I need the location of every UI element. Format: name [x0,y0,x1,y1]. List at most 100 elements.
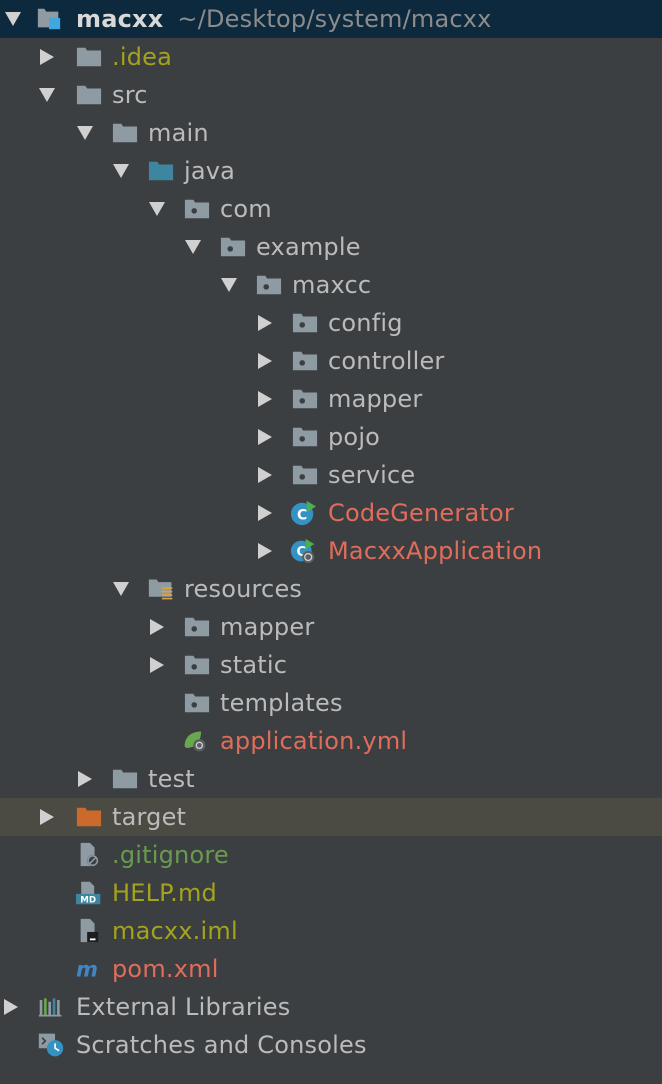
java-class-runnable-icon: C [290,500,316,526]
tree-row-resources[interactable]: resources [0,570,662,608]
libraries-icon [38,995,64,1019]
tree-row-static[interactable]: static [0,646,662,684]
tree-row-idea[interactable]: .idea [0,38,662,76]
tree-row-pom-xml[interactable]: m pom.xml [0,950,662,988]
package-icon [184,615,210,639]
collapsed-arrow-icon[interactable] [2,998,20,1016]
collapsed-arrow-icon[interactable] [148,656,166,674]
tree-row-com[interactable]: com [0,190,662,228]
tree-row-pojo[interactable]: pojo [0,418,662,456]
tree-row-test[interactable]: test [0,760,662,798]
collapsed-arrow-icon[interactable] [256,466,274,484]
tree-label: Scratches and Consoles [76,1031,367,1059]
tree-label: java [184,157,236,185]
tree-label: src [112,81,148,109]
package-icon [292,425,318,449]
expanded-arrow-icon[interactable] [38,86,56,104]
package-icon [292,463,318,487]
source-folder-icon [148,159,174,183]
tree-row-mapper[interactable]: mapper [0,380,662,418]
collapsed-arrow-icon[interactable] [256,352,274,370]
collapsed-arrow-icon[interactable] [38,48,56,66]
tree-row-java[interactable]: java [0,152,662,190]
tree-row-target[interactable]: target [0,798,662,836]
tree-label: MacxxApplication [328,537,543,565]
tree-row-help-md[interactable]: MD HELP.md [0,874,662,912]
scratches-icon [38,1033,64,1057]
project-path: ~/Desktop/system/macxx [177,5,492,33]
collapsed-arrow-icon[interactable] [256,390,274,408]
markdown-file-icon: MD [76,881,102,906]
tree-row-service[interactable]: service [0,456,662,494]
tree-label: mapper [220,613,315,641]
expanded-arrow-icon[interactable] [220,276,238,294]
tree-row-controller[interactable]: controller [0,342,662,380]
module-file-icon [76,918,102,943]
tree-label: com [220,195,272,223]
tree-label: resources [184,575,303,603]
folder-icon [112,767,138,791]
excluded-folder-icon [76,805,102,829]
tree-row-maxcc[interactable]: maxcc [0,266,662,304]
tree-label: test [148,765,195,793]
tree-label: macxx.iml [112,917,238,945]
collapsed-arrow-icon[interactable] [148,618,166,636]
tree-row-macxx-iml[interactable]: macxx.iml [0,912,662,950]
tree-row-src[interactable]: src [0,76,662,114]
tree-label: target [112,803,187,831]
collapsed-arrow-icon[interactable] [256,504,274,522]
package-icon [184,197,210,221]
collapsed-arrow-icon[interactable] [38,808,56,826]
tree-row-templates[interactable]: templates [0,684,662,722]
tree-label: templates [220,689,343,717]
expanded-arrow-icon[interactable] [112,580,130,598]
expanded-arrow-icon[interactable] [76,124,94,142]
package-icon [292,387,318,411]
tree-row-application-yml[interactable]: application.yml [0,722,662,760]
tree-row-example[interactable]: example [0,228,662,266]
tree-row-main[interactable]: main [0,114,662,152]
tree-row-external-libraries[interactable]: External Libraries [0,988,662,1026]
tree-row-gitignore[interactable]: .gitignore [0,836,662,874]
tree-label: static [220,651,288,679]
md-badge-text: MD [80,896,96,906]
folder-icon [112,121,138,145]
tree-label: config [328,309,403,337]
tree-row-code-generator[interactable]: C CodeGenerator [0,494,662,532]
tree-row-config[interactable]: config [0,304,662,342]
tree-row-scratches[interactable]: Scratches and Consoles [0,1026,662,1064]
expanded-arrow-icon[interactable] [4,10,22,28]
tree-label: CodeGenerator [328,499,514,527]
tree-row-macxx-application[interactable]: C MacxxApplication [0,532,662,570]
folder-icon [76,45,102,69]
package-icon [184,691,210,715]
tree-label: pojo [328,423,381,451]
expanded-arrow-icon[interactable] [112,162,130,180]
tree-label: main [148,119,209,147]
svg-text:C: C [296,545,306,560]
tree-label: HELP.md [112,879,217,907]
package-icon [256,273,282,297]
tree-row-resources-mapper[interactable]: mapper [0,608,662,646]
tree-label: controller [328,347,445,375]
tree-label: example [256,233,361,261]
tree-label: maxcc [292,271,372,299]
svg-text:C: C [297,508,307,524]
collapsed-arrow-icon[interactable] [256,314,274,332]
package-icon [292,311,318,335]
collapsed-arrow-icon[interactable] [76,770,94,788]
collapsed-arrow-icon[interactable] [256,542,274,560]
folder-icon [76,83,102,107]
expanded-arrow-icon[interactable] [148,200,166,218]
project-folder-icon [36,7,62,31]
expanded-arrow-icon[interactable] [184,238,202,256]
collapsed-arrow-icon[interactable] [256,428,274,446]
svg-text:m: m [76,956,98,981]
package-icon [184,653,210,677]
package-icon [220,235,246,259]
maven-icon: m [74,956,100,981]
tree-label: .gitignore [112,841,229,869]
project-name: macxx~/Desktop/system/macxx [76,5,492,33]
tree-label: pom.xml [112,955,219,983]
tree-row-project-root[interactable]: macxx~/Desktop/system/macxx [0,0,662,38]
